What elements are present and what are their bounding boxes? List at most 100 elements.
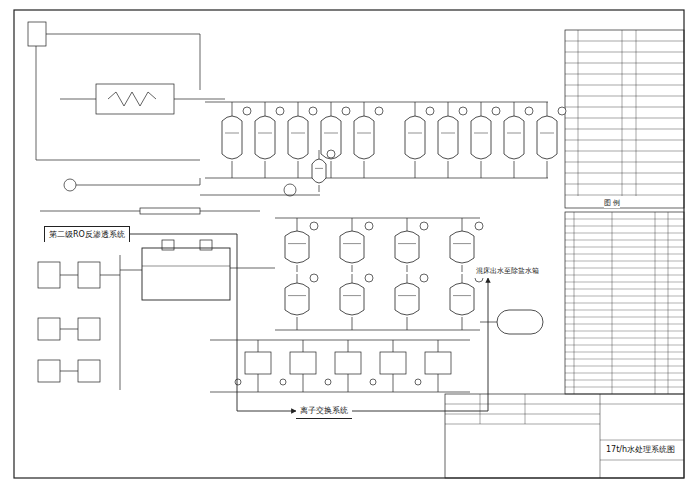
pipe-line bbox=[297, 218, 298, 222]
callout-circle bbox=[365, 274, 373, 282]
fan-symbol bbox=[200, 240, 212, 250]
pipe-line bbox=[398, 243, 416, 244]
filter-vessel bbox=[405, 116, 425, 159]
pipe-line bbox=[352, 265, 353, 272]
pipe-line bbox=[407, 274, 408, 283]
pipe-line bbox=[565, 85, 684, 86]
pipe-line bbox=[142, 266, 230, 267]
sheet-border bbox=[14, 10, 684, 478]
pipe-line bbox=[462, 222, 463, 231]
pipe-line bbox=[331, 102, 332, 107]
pipe-line bbox=[445, 424, 600, 425]
pipe-line bbox=[547, 168, 548, 178]
pipe-line bbox=[565, 282, 684, 283]
pipe-line bbox=[655, 212, 656, 394]
pipe-line bbox=[352, 222, 353, 231]
pipe-line bbox=[60, 99, 96, 100]
legend-table bbox=[565, 30, 684, 208]
pipe-line bbox=[407, 218, 408, 222]
pipe-line bbox=[232, 102, 233, 107]
dosing-tank bbox=[78, 262, 100, 288]
filter-vessel bbox=[340, 231, 364, 263]
pipe-line bbox=[315, 168, 323, 169]
pipe-line bbox=[343, 243, 361, 244]
pipe-line bbox=[565, 184, 684, 185]
pump-symbol bbox=[415, 379, 421, 385]
pipe-line bbox=[319, 185, 320, 192]
callout-circle bbox=[310, 222, 318, 230]
pipe-line bbox=[565, 289, 684, 290]
pipe-line bbox=[303, 340, 304, 352]
pipe-line bbox=[100, 275, 120, 276]
pipe-line bbox=[297, 265, 298, 272]
degasser-box bbox=[142, 248, 230, 300]
filter-vessel bbox=[321, 116, 341, 159]
pipe-line bbox=[565, 173, 684, 174]
pipe-line bbox=[36, 46, 37, 160]
pipe-line bbox=[514, 107, 515, 116]
pipe-line bbox=[565, 359, 684, 360]
pipe-line bbox=[481, 107, 482, 116]
pump-symbol bbox=[325, 379, 331, 385]
pipe-line bbox=[357, 133, 371, 134]
pipe-line bbox=[565, 195, 684, 196]
pipe-line bbox=[565, 380, 684, 381]
pipe-line bbox=[205, 102, 548, 103]
pipe-line bbox=[565, 140, 684, 141]
drawing-title: 17t/h水处理系统图 bbox=[606, 444, 675, 455]
pipe-line bbox=[76, 185, 200, 186]
pipe-line bbox=[232, 107, 233, 116]
pipe-line bbox=[415, 168, 416, 178]
pipe-line bbox=[324, 133, 338, 134]
pipe-line bbox=[480, 394, 481, 424]
pipe-line bbox=[636, 30, 637, 196]
callout-circle bbox=[310, 274, 318, 282]
pipe-line bbox=[565, 52, 684, 53]
heat-exchanger bbox=[96, 84, 174, 114]
title-block bbox=[445, 394, 684, 478]
pipe-line bbox=[514, 168, 515, 178]
pipe-line bbox=[60, 275, 78, 276]
pipe-line bbox=[441, 133, 455, 134]
callout-circle bbox=[342, 107, 350, 115]
regeneration-tank bbox=[290, 352, 316, 374]
filter-vessel bbox=[288, 116, 308, 159]
regeneration-tank bbox=[425, 352, 451, 374]
regeneration-tank bbox=[245, 352, 271, 374]
pipe-line bbox=[352, 218, 353, 222]
pipe-line bbox=[507, 133, 521, 134]
pipe-line bbox=[348, 374, 349, 392]
pipe-line bbox=[612, 212, 613, 394]
pipe-line bbox=[364, 102, 365, 107]
pipe-line bbox=[40, 211, 140, 212]
parts-list-table bbox=[565, 212, 684, 394]
pipe-line bbox=[462, 265, 463, 272]
pipe-line bbox=[462, 274, 463, 283]
pipe-line bbox=[453, 295, 471, 296]
pipe-line bbox=[565, 317, 684, 318]
pipe-line bbox=[565, 366, 684, 367]
pipe-line bbox=[565, 74, 684, 75]
pipe-line bbox=[565, 338, 684, 339]
pipe-line bbox=[352, 317, 353, 324]
pipe-line bbox=[462, 218, 463, 222]
pipe-line bbox=[565, 310, 684, 311]
pipe-line bbox=[565, 240, 684, 241]
pipe-line bbox=[565, 352, 684, 353]
pipe-line bbox=[343, 295, 361, 296]
filter-vessel bbox=[537, 116, 557, 159]
pipe-line bbox=[408, 133, 422, 134]
pipe-line bbox=[668, 212, 669, 394]
pipe-line bbox=[265, 168, 266, 178]
pipe-line bbox=[565, 247, 684, 248]
pipe-line bbox=[407, 265, 408, 272]
filter-vessel bbox=[395, 283, 419, 315]
pipe-line bbox=[578, 30, 579, 196]
pipe-line bbox=[565, 268, 684, 269]
pipe-line bbox=[331, 161, 332, 168]
pipe-line bbox=[297, 222, 298, 231]
pipe-line bbox=[565, 345, 684, 346]
pipe-line bbox=[565, 96, 684, 97]
pipe-line bbox=[288, 295, 306, 296]
